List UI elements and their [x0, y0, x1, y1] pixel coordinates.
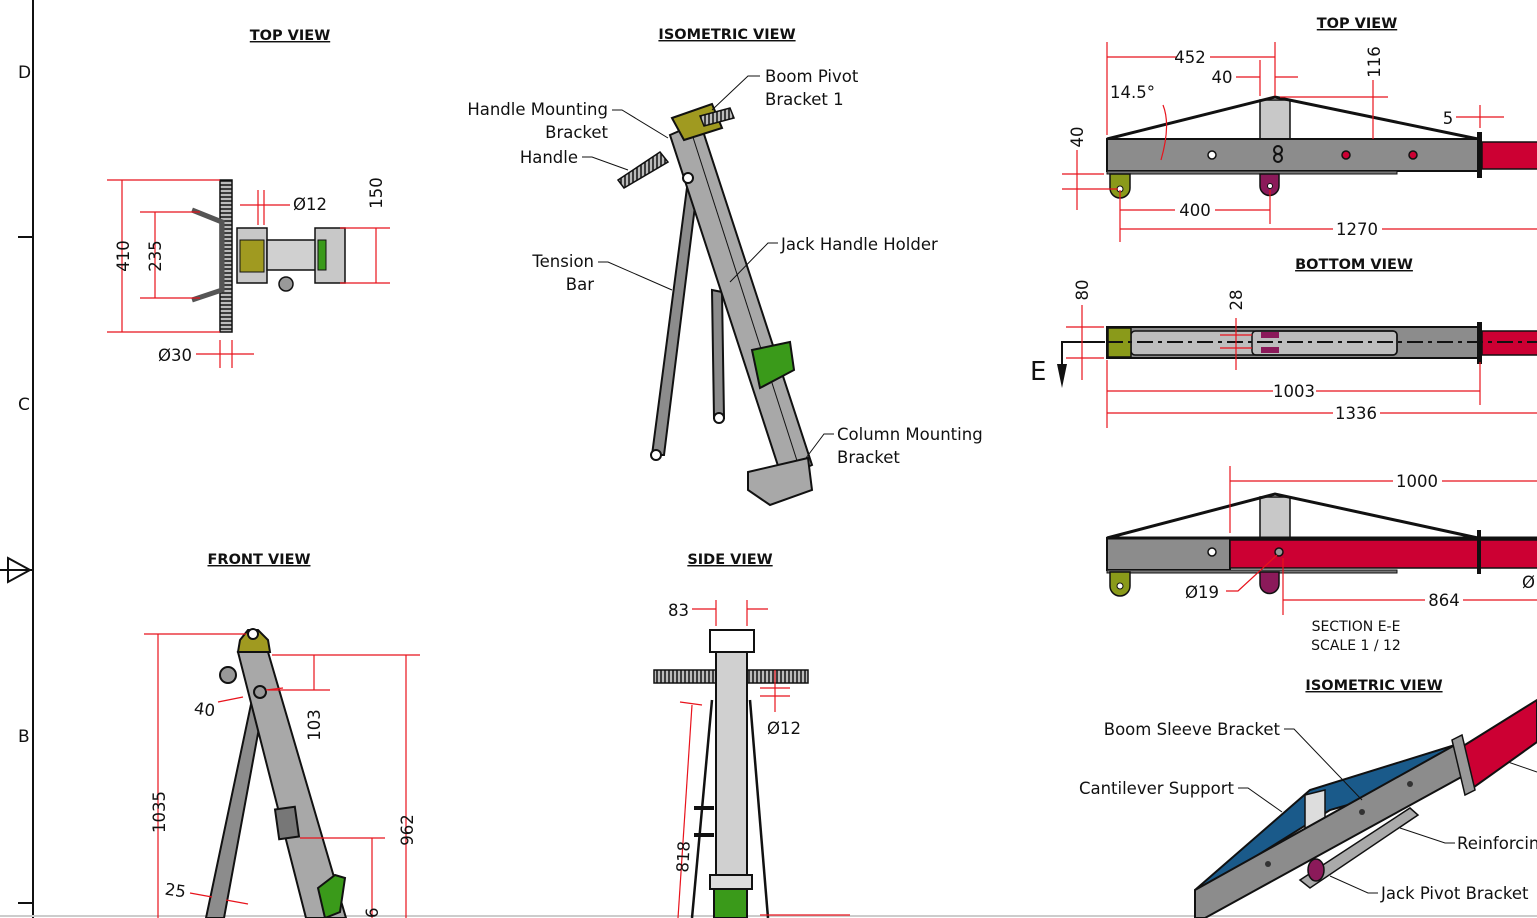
dim-818: 818: [673, 840, 694, 872]
dim-400: 400: [1179, 201, 1211, 220]
bottom-view: BOTTOM VIEW E 80 28 1003 1336: [1030, 257, 1537, 428]
dim-452: 452: [1174, 48, 1206, 67]
view-title: TOP VIEW: [1317, 16, 1397, 32]
callout-boom-pivot-bracket-2: Bracket 1: [765, 90, 844, 109]
centering-mark-icon: [0, 556, 33, 584]
callout-jack-handle-holder: Jack Handle Holder: [780, 235, 938, 254]
section-scale: SCALE 1 / 12: [1311, 638, 1401, 654]
callout-handle: Handle: [520, 148, 578, 167]
dim-40-post: 40: [1212, 68, 1233, 87]
section-view: 1000 Ø19 864 Ø SECTION E-E SCALE 1 / 12: [1106, 466, 1537, 654]
dim-28: 28: [1227, 290, 1246, 311]
dim-1003: 1003: [1273, 382, 1315, 401]
tension-bar: [650, 178, 700, 456]
dim-pin-dia: Ø12: [767, 719, 801, 738]
callout-column-mounting-bracket: Column Mounting: [837, 425, 983, 444]
right-isometric-view: ISOMETRIC VIEW Boom Sleeve Bracket Canti…: [1079, 678, 1537, 918]
dim-40-lug: 40: [1068, 127, 1087, 148]
dim-angle: 14.5°: [1110, 83, 1155, 102]
callout-reinforcing: Reinforcin: [1457, 834, 1537, 853]
dim-962: 962: [398, 814, 417, 846]
dim-hole-dia: Ø19: [1185, 583, 1219, 602]
view-title: TOP VIEW: [250, 28, 330, 44]
callout-handle-mounting-bracket: Handle Mounting: [467, 100, 608, 119]
dim-1000: 1000: [1396, 472, 1438, 491]
dim-40: 40: [193, 699, 216, 721]
callout-boom-pivot-bracket: Boom Pivot: [765, 67, 859, 86]
view-title: ISOMETRIC VIEW: [658, 27, 795, 43]
section-label: E: [1030, 357, 1046, 387]
view-title: SIDE VIEW: [687, 552, 772, 568]
zone-label-d: D: [18, 63, 31, 83]
left-top-view: TOP VIEW 410 235 Ø12 150 Ø30: [107, 28, 390, 368]
zone-label-b: B: [18, 727, 30, 747]
dim-83: 83: [668, 601, 689, 620]
dim-5: 5: [1443, 109, 1454, 128]
callout-tension-bar: Tension: [531, 252, 594, 271]
right-top-view: TOP VIEW 452 40 14.: [1062, 16, 1537, 242]
dim-25: 25: [164, 880, 187, 902]
front-view: FRONT VIEW 1035 962 103 40 25 6: [144, 552, 420, 918]
side-view: SIDE VIEW 83 Ø12 818: [653, 552, 850, 918]
dim-partial: 6: [363, 908, 382, 918]
dim-864: 864: [1428, 591, 1460, 610]
handle: [616, 150, 670, 189]
view-title: BOTTOM VIEW: [1295, 257, 1413, 273]
view-title: FRONT VIEW: [208, 552, 311, 568]
dim-150: 150: [367, 177, 386, 209]
cantilever-truss: [1106, 95, 1479, 141]
left-isometric-view: ISOMETRIC VIEW Handle Mounting Bracket H…: [467, 27, 983, 507]
dim-116: 116: [1365, 46, 1384, 78]
dim-80: 80: [1073, 280, 1092, 301]
dim-235: 235: [146, 240, 165, 272]
dim-1035: 1035: [150, 791, 169, 833]
boom-sleeve: [1194, 743, 1467, 918]
dim-410: 410: [114, 240, 133, 272]
dim-1336: 1336: [1335, 404, 1377, 423]
zone-label-c: C: [18, 395, 30, 415]
section-caption: SECTION E-E: [1312, 619, 1401, 635]
dim-1270: 1270: [1336, 220, 1378, 239]
boom: [1481, 141, 1537, 170]
section-arrow-icon: [1057, 341, 1105, 388]
callout-handle-mounting-bracket-2: Bracket: [545, 123, 608, 142]
callout-boom-sleeve-bracket: Boom Sleeve Bracket: [1104, 720, 1281, 739]
callout-column-mounting-bracket-2: Bracket: [837, 448, 900, 467]
dim-partial-dia: Ø: [1522, 573, 1535, 592]
callout-tension-bar-2: Bar: [566, 275, 594, 294]
view-title: ISOMETRIC VIEW: [1305, 678, 1442, 694]
callout-cantilever-support: Cantilever Support: [1079, 779, 1235, 798]
callout-jack-pivot-bracket: Jack Pivot Bracket: [1380, 884, 1529, 903]
dim-103: 103: [305, 709, 324, 741]
dim-pin-dia: Ø12: [293, 195, 327, 214]
dim-ratchet-dia: Ø30: [158, 346, 192, 365]
